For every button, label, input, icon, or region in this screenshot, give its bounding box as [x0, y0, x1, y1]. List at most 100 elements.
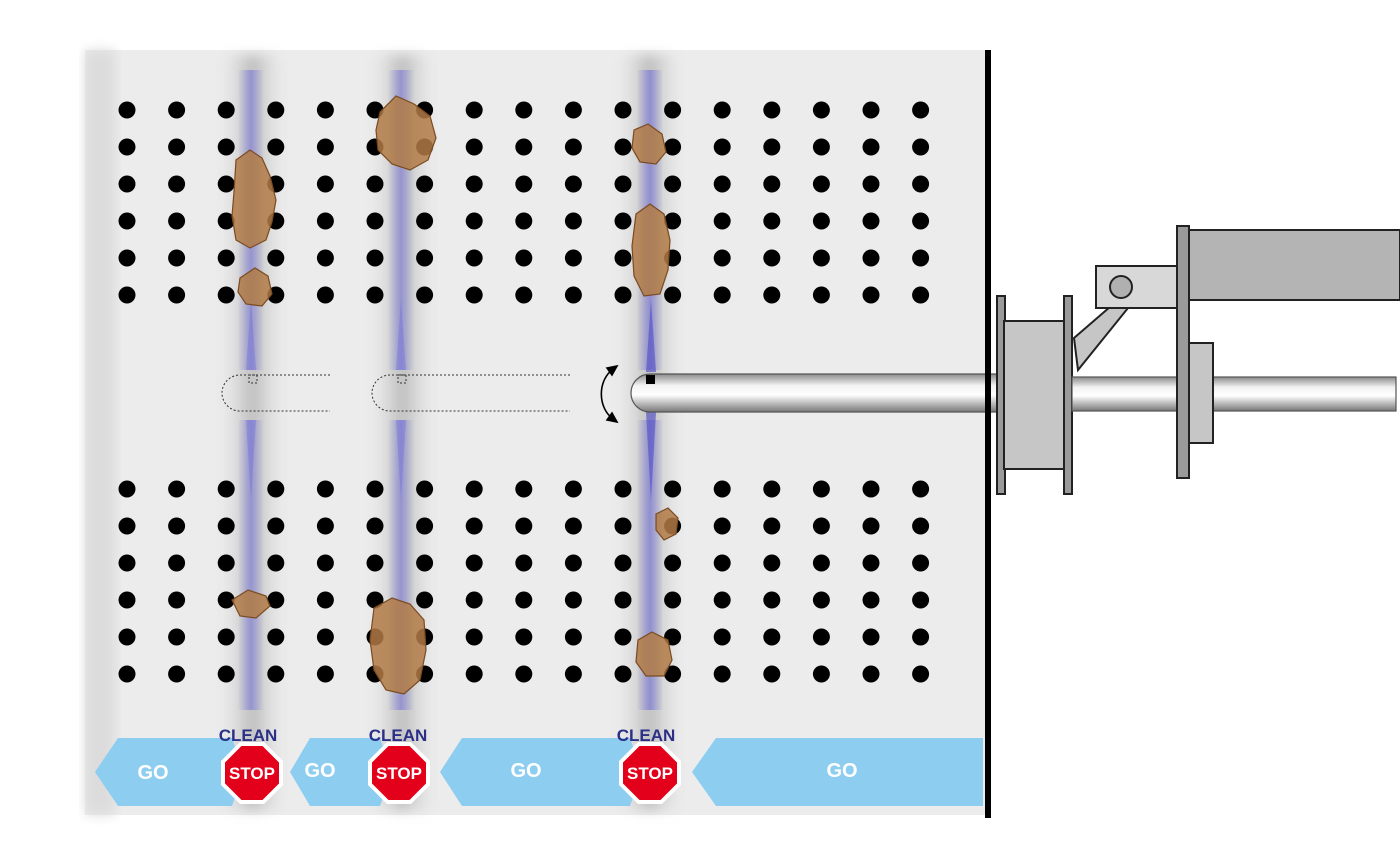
- tube-hole: [862, 101, 880, 119]
- tube-hole: [763, 175, 781, 193]
- tube-hole: [366, 480, 384, 498]
- tube-hole: [168, 138, 186, 156]
- deposit-icon: [635, 631, 673, 677]
- tube-hole: [366, 175, 384, 193]
- tube-hole: [316, 286, 334, 304]
- pivot-bolt-icon: [1109, 275, 1133, 299]
- tube-hole: [614, 138, 632, 156]
- tube-hole: [366, 517, 384, 535]
- tube-hole: [812, 249, 830, 267]
- tube-hole: [416, 517, 434, 535]
- tube-hole: [614, 249, 632, 267]
- feed-tube: [1071, 376, 1397, 412]
- tube-hole: [416, 286, 434, 304]
- tube-hole: [316, 517, 334, 535]
- tube-hole: [168, 212, 186, 230]
- tube-hole: [118, 480, 136, 498]
- tube-hole: [564, 101, 582, 119]
- tube-hole: [812, 138, 830, 156]
- deposits: [231, 95, 679, 695]
- tube-hole: [515, 554, 533, 572]
- tube-hole: [862, 249, 880, 267]
- deposit-icon: [369, 597, 427, 695]
- tube-hole: [713, 138, 731, 156]
- tube-hole: [713, 286, 731, 304]
- tube-hole: [812, 286, 830, 304]
- tube-hole: [267, 591, 285, 609]
- tube-hole: [217, 517, 235, 535]
- tube-hole: [168, 628, 186, 646]
- lance-tube: [630, 373, 1001, 413]
- tube-hole: [713, 249, 731, 267]
- tube-hole: [713, 628, 731, 646]
- tube-hole: [912, 480, 930, 498]
- tube-hole: [912, 554, 930, 572]
- tube-hole: [564, 665, 582, 683]
- stop-sign-icon: STOP: [619, 742, 681, 804]
- stop-sign-icon: STOP: [221, 742, 283, 804]
- tube-hole: [217, 175, 235, 193]
- deposit-icon: [631, 123, 667, 165]
- tube-hole: [168, 286, 186, 304]
- tube-hole: [267, 554, 285, 572]
- go-label-4: GO: [826, 760, 857, 782]
- tube-hole: [465, 665, 483, 683]
- tube-hole: [763, 286, 781, 304]
- tube-hole: [614, 665, 632, 683]
- tube-hole: [515, 286, 533, 304]
- tube-hole: [763, 554, 781, 572]
- tube-hole: [118, 249, 136, 267]
- tube-hole: [267, 249, 285, 267]
- tube-hole: [614, 628, 632, 646]
- tube-hole: [664, 554, 682, 572]
- stop-label-2: STOP: [376, 764, 422, 783]
- tube-hole: [713, 554, 731, 572]
- tube-hole: [862, 628, 880, 646]
- tube-hole: [614, 212, 632, 230]
- tube-hole: [614, 517, 632, 535]
- clean-label-3: CLEAN: [617, 726, 676, 745]
- tube-hole: [366, 554, 384, 572]
- tube-hole: [316, 480, 334, 498]
- deposit-icon: [231, 149, 277, 249]
- tube-hole: [812, 628, 830, 646]
- stop-label-3: STOP: [627, 764, 673, 783]
- tube-hole: [862, 591, 880, 609]
- tube-hole: [713, 101, 731, 119]
- tube-hole: [713, 212, 731, 230]
- tube-hole: [564, 212, 582, 230]
- tube-hole: [564, 286, 582, 304]
- tube-hole: [465, 517, 483, 535]
- tube-hole: [416, 554, 434, 572]
- tube-hole: [763, 138, 781, 156]
- tube-hole: [763, 665, 781, 683]
- tube-hole: [515, 517, 533, 535]
- tube-hole: [217, 591, 235, 609]
- tube-hole: [515, 175, 533, 193]
- tube-hole: [168, 591, 186, 609]
- tube-hole: [267, 480, 285, 498]
- tube-hole: [664, 665, 682, 683]
- tube-hole: [812, 101, 830, 119]
- tube-hole: [912, 286, 930, 304]
- tube-hole: [912, 138, 930, 156]
- carriage: [1072, 225, 1400, 479]
- lance-previous-positions: [221, 374, 570, 412]
- deposit-icon: [237, 267, 273, 307]
- tube-hole: [912, 628, 930, 646]
- tube-hole: [465, 480, 483, 498]
- tube-hole: [664, 591, 682, 609]
- tube-hole: [217, 628, 235, 646]
- tube-hole: [713, 175, 731, 193]
- tube-hole: [267, 138, 285, 156]
- tube-hole: [763, 517, 781, 535]
- deposit-icon: [231, 589, 271, 619]
- tube-hole: [912, 175, 930, 193]
- go-label-3: GO: [510, 760, 541, 782]
- tube-hole: [614, 286, 632, 304]
- tube-hole: [267, 665, 285, 683]
- tube-hole: [515, 665, 533, 683]
- tube-hole: [118, 138, 136, 156]
- deposit-icon: [631, 203, 671, 297]
